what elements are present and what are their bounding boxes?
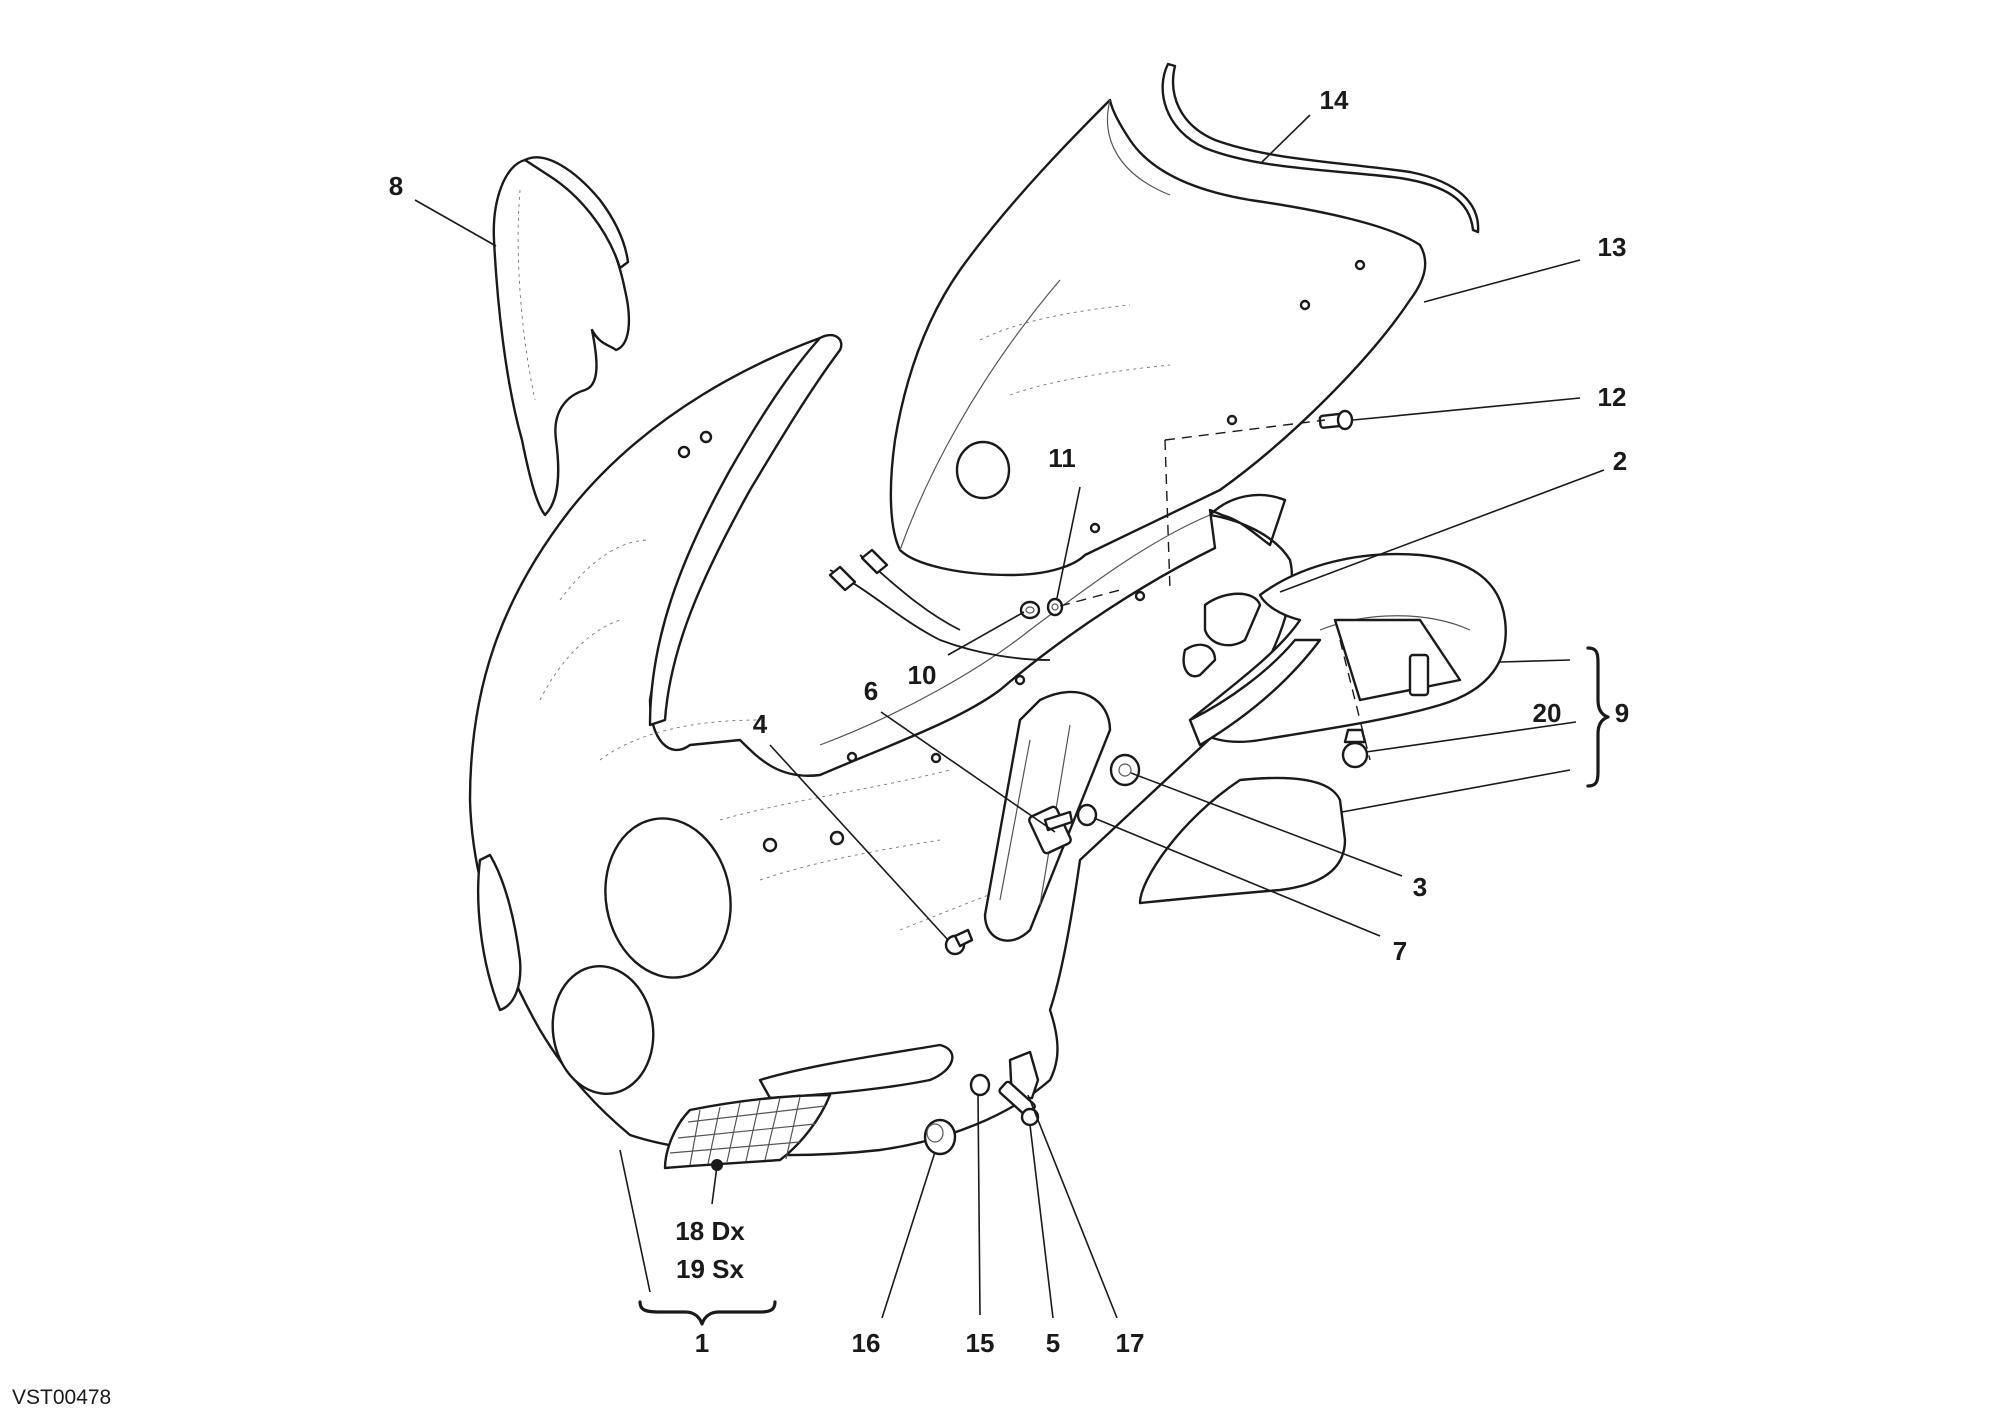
group-brace-1 (638, 1300, 777, 1326)
part-washer-11 (1046, 597, 1064, 617)
group-brace-9 (1586, 646, 1610, 788)
part-bush-16 (923, 1118, 957, 1156)
part-bolt-5 (998, 1080, 1040, 1127)
callout-8: 8 (389, 171, 403, 201)
callout-10: 10 (908, 660, 937, 690)
callout-16: 16 (852, 1328, 881, 1358)
assembly-guidelines (1059, 419, 1371, 761)
reference-code: VST00478 (12, 1386, 111, 1409)
callout-18: 18 Dx (675, 1216, 745, 1246)
callout-13: 13 (1598, 232, 1627, 262)
part-rubber-7 (1076, 803, 1098, 827)
callout-1: 1 (695, 1328, 709, 1358)
part-mirror-glass (1138, 776, 1347, 905)
part-screen-seal (1161, 62, 1480, 234)
part-windscreen (889, 98, 1427, 577)
part-side-panel (492, 156, 631, 517)
callout-6: 6 (864, 676, 878, 706)
part-grommet-10 (1019, 600, 1041, 620)
callout-14: 14 (1320, 85, 1349, 115)
part-screw-12 (1318, 409, 1354, 431)
part-mirror-assembly (1182, 552, 1507, 747)
callout-5: 5 (1046, 1328, 1060, 1358)
part-bulb (1341, 728, 1369, 769)
callout-4: 4 (753, 709, 768, 739)
callout-labels: 8 14 13 12 2 11 10 20 9 6 4 3 7 18 Dx 19… (389, 85, 1629, 1358)
part-front-fairing (468, 333, 1294, 1157)
callout-11: 11 (1048, 443, 1076, 473)
part-grommet-3 (1109, 753, 1141, 787)
callout-3: 3 (1413, 872, 1427, 902)
callout-20: 20 (1533, 698, 1562, 728)
callout-7: 7 (1393, 936, 1407, 966)
callout-19: 19 Sx (676, 1254, 744, 1284)
part-wiring-lead (828, 548, 1051, 661)
part-mesh-grille (663, 1093, 832, 1171)
callout-15: 15 (966, 1328, 995, 1358)
part-washer-15 (969, 1073, 991, 1097)
callout-leader-lines (414, 114, 1605, 1319)
callout-9: 9 (1615, 698, 1629, 728)
callout-12: 12 (1598, 382, 1627, 412)
callout-17: 17 (1116, 1328, 1145, 1358)
callout-2: 2 (1613, 446, 1627, 476)
part-screw-4 (944, 928, 974, 956)
